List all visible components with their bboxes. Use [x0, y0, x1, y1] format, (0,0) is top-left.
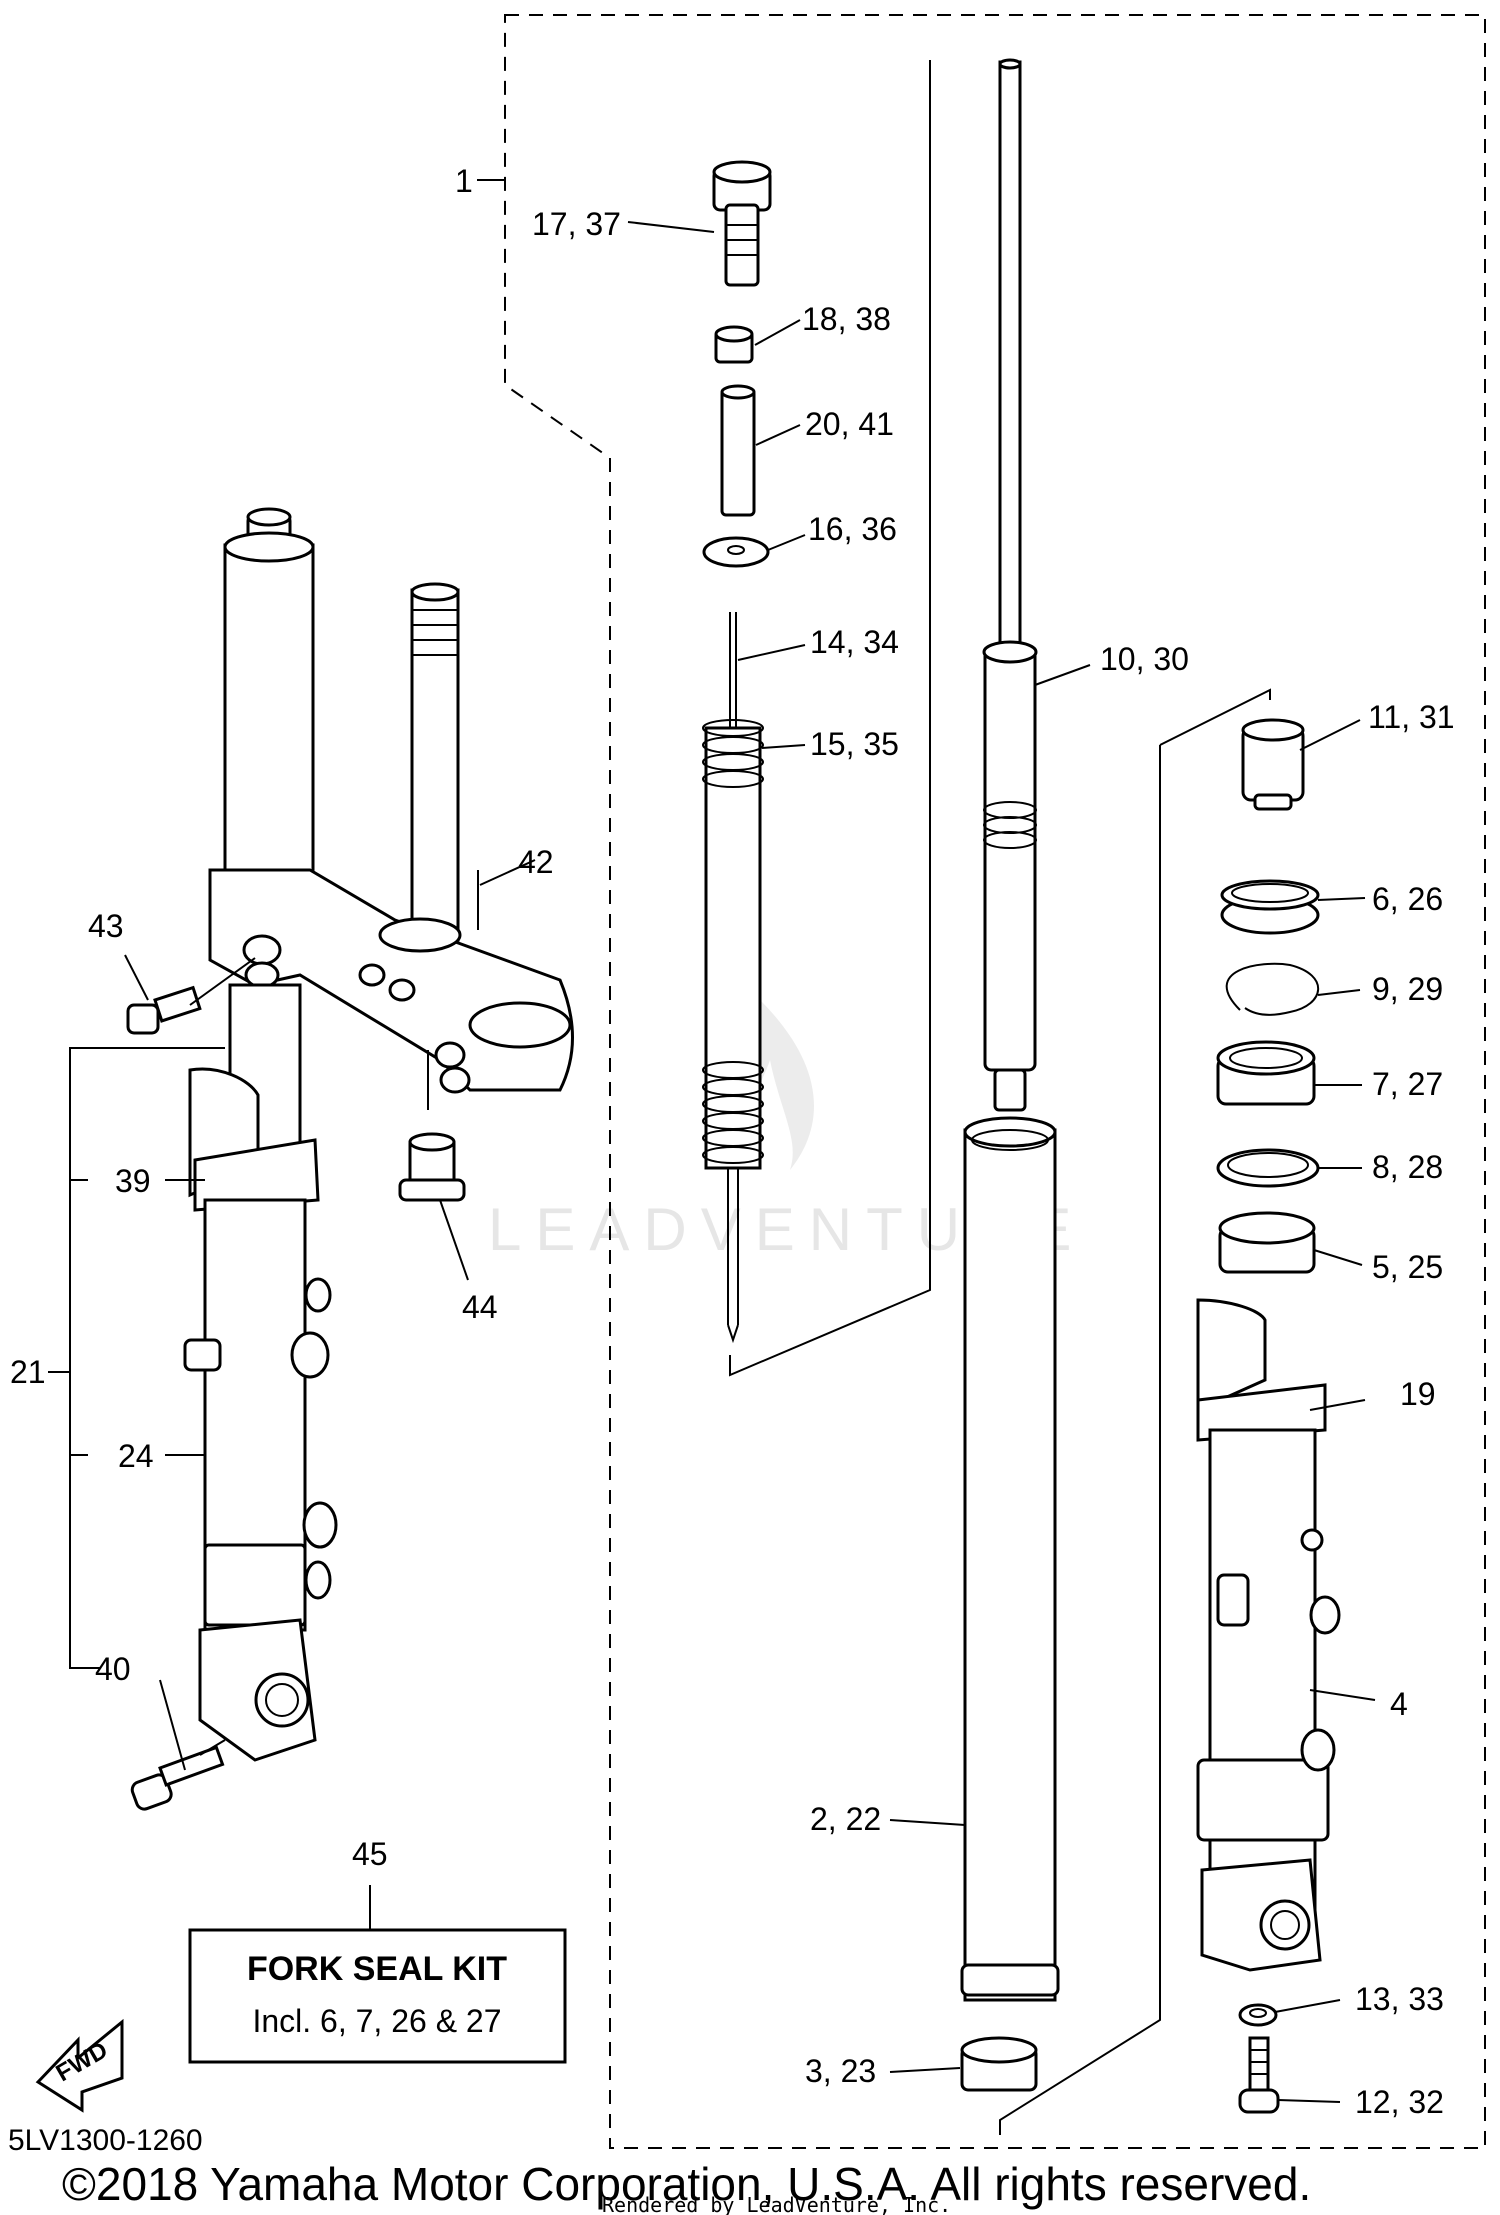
label-7-27: 7, 27 — [1372, 1066, 1443, 1102]
copyright-text: ©2018 Yamaha Motor Corporation, U.S.A. A… — [62, 2158, 1311, 2210]
part-adjuster-bolt — [712, 160, 772, 287]
leader-15-35 — [761, 744, 806, 749]
leader-19 — [1309, 1399, 1366, 1411]
label-44: 44 — [462, 1289, 498, 1325]
part-oil-seal — [1216, 1040, 1316, 1106]
part-collar-tube — [720, 384, 756, 517]
fork-seal-kit-box — [188, 1928, 567, 2064]
assembly-outline — [504, 14, 1486, 2149]
diagram-code: 5LV1300-1260 — [8, 2124, 203, 2157]
label-3-23: 3, 23 — [805, 2053, 876, 2089]
part-pinch-bolt — [126, 985, 202, 1035]
label-43: 43 — [88, 908, 124, 944]
leader-13-33 — [1274, 1999, 1341, 2013]
part-damper-rod — [982, 58, 1038, 1112]
label-6-26: 6, 26 — [1372, 881, 1443, 917]
label-40: 40 — [95, 1651, 131, 1687]
leader-2-22 — [889, 1819, 966, 1826]
inner-outline-right — [999, 688, 1271, 2135]
part-outer-tube — [1196, 1298, 1341, 1972]
label-9-29: 9, 29 — [1372, 971, 1443, 1007]
label-2-22: 2, 22 — [810, 1801, 881, 1837]
part-axle-bolt — [130, 1745, 225, 1811]
bracket-21 — [69, 1047, 225, 1669]
label-18-38: 18, 38 — [802, 301, 891, 337]
leader-40b — [199, 1739, 226, 1756]
part-washer — [702, 536, 770, 568]
part-circlip — [1225, 962, 1320, 1016]
leader-12-32 — [1277, 2099, 1341, 2103]
label-11-31: 11, 31 — [1368, 699, 1455, 735]
label-1: 1 — [455, 163, 473, 199]
label-14-34: 14, 34 — [810, 624, 899, 660]
label-21: 21 — [10, 1354, 46, 1390]
fwd-arrow-icon: FWD — [35, 2018, 124, 2113]
label-4: 4 — [1390, 1686, 1408, 1722]
leader-16-36 — [767, 534, 806, 551]
inner-outline-left — [729, 60, 931, 1377]
leader-5-25 — [1313, 1249, 1363, 1266]
leader-9-29 — [1317, 989, 1361, 996]
leader-20-41 — [755, 424, 801, 446]
label-17-37: 17, 37 — [532, 206, 621, 242]
leader-10-30 — [1034, 664, 1091, 686]
part-drain-bolt — [1238, 2036, 1280, 2114]
label-10-30: 10, 30 — [1100, 641, 1189, 677]
label-19: 19 — [1400, 1376, 1436, 1412]
kit-subtitle: Incl. 6, 7, 26 & 27 — [252, 2003, 501, 2039]
leader-17-37 — [627, 221, 715, 233]
leader-44 — [439, 1199, 469, 1281]
part-inner-tube — [960, 1116, 1060, 2002]
leader-43b — [189, 957, 256, 1006]
label-39: 39 — [115, 1163, 151, 1199]
leader-14-34 — [737, 644, 806, 661]
part-outer-slide-metal — [1218, 1211, 1316, 1274]
leader-3-23 — [889, 2067, 961, 2073]
leader-42 — [479, 859, 536, 886]
part-stem-collar — [398, 1132, 466, 1202]
part-assembled-fork — [183, 507, 574, 1762]
leader-40 — [159, 1679, 186, 1771]
label-12-32: 12, 32 — [1355, 2084, 1444, 2120]
leader-6-26 — [1317, 897, 1366, 901]
label-24: 24 — [118, 1438, 154, 1474]
part-dust-seal — [1220, 879, 1320, 935]
part-cap — [1241, 718, 1305, 811]
rendered-by-text: Rendered by LeadVenture, Inc. — [602, 2193, 951, 2215]
label-8-28: 8, 28 — [1372, 1149, 1443, 1185]
part-nut — [714, 325, 754, 364]
label-15-35: 15, 35 — [810, 726, 899, 762]
leader-11-31 — [1299, 719, 1361, 751]
label-42: 42 — [518, 844, 554, 880]
part-spring-assembly — [702, 612, 764, 1344]
part-gasket — [1238, 2003, 1278, 2027]
label-13-33: 13, 33 — [1355, 1981, 1444, 2017]
leader-43 — [124, 954, 149, 1001]
kit-title: FORK SEAL KIT — [247, 1950, 507, 1988]
label-5-25: 5, 25 — [1372, 1249, 1443, 1285]
label-45: 45 — [352, 1836, 388, 1872]
part-slide-metal — [960, 2036, 1038, 2092]
label-16-36: 16, 36 — [808, 511, 897, 547]
part-seal-washer — [1216, 1148, 1320, 1188]
label-20-41: 20, 41 — [805, 406, 894, 442]
leader-18-38 — [754, 319, 801, 346]
leader-4 — [1309, 1689, 1376, 1701]
